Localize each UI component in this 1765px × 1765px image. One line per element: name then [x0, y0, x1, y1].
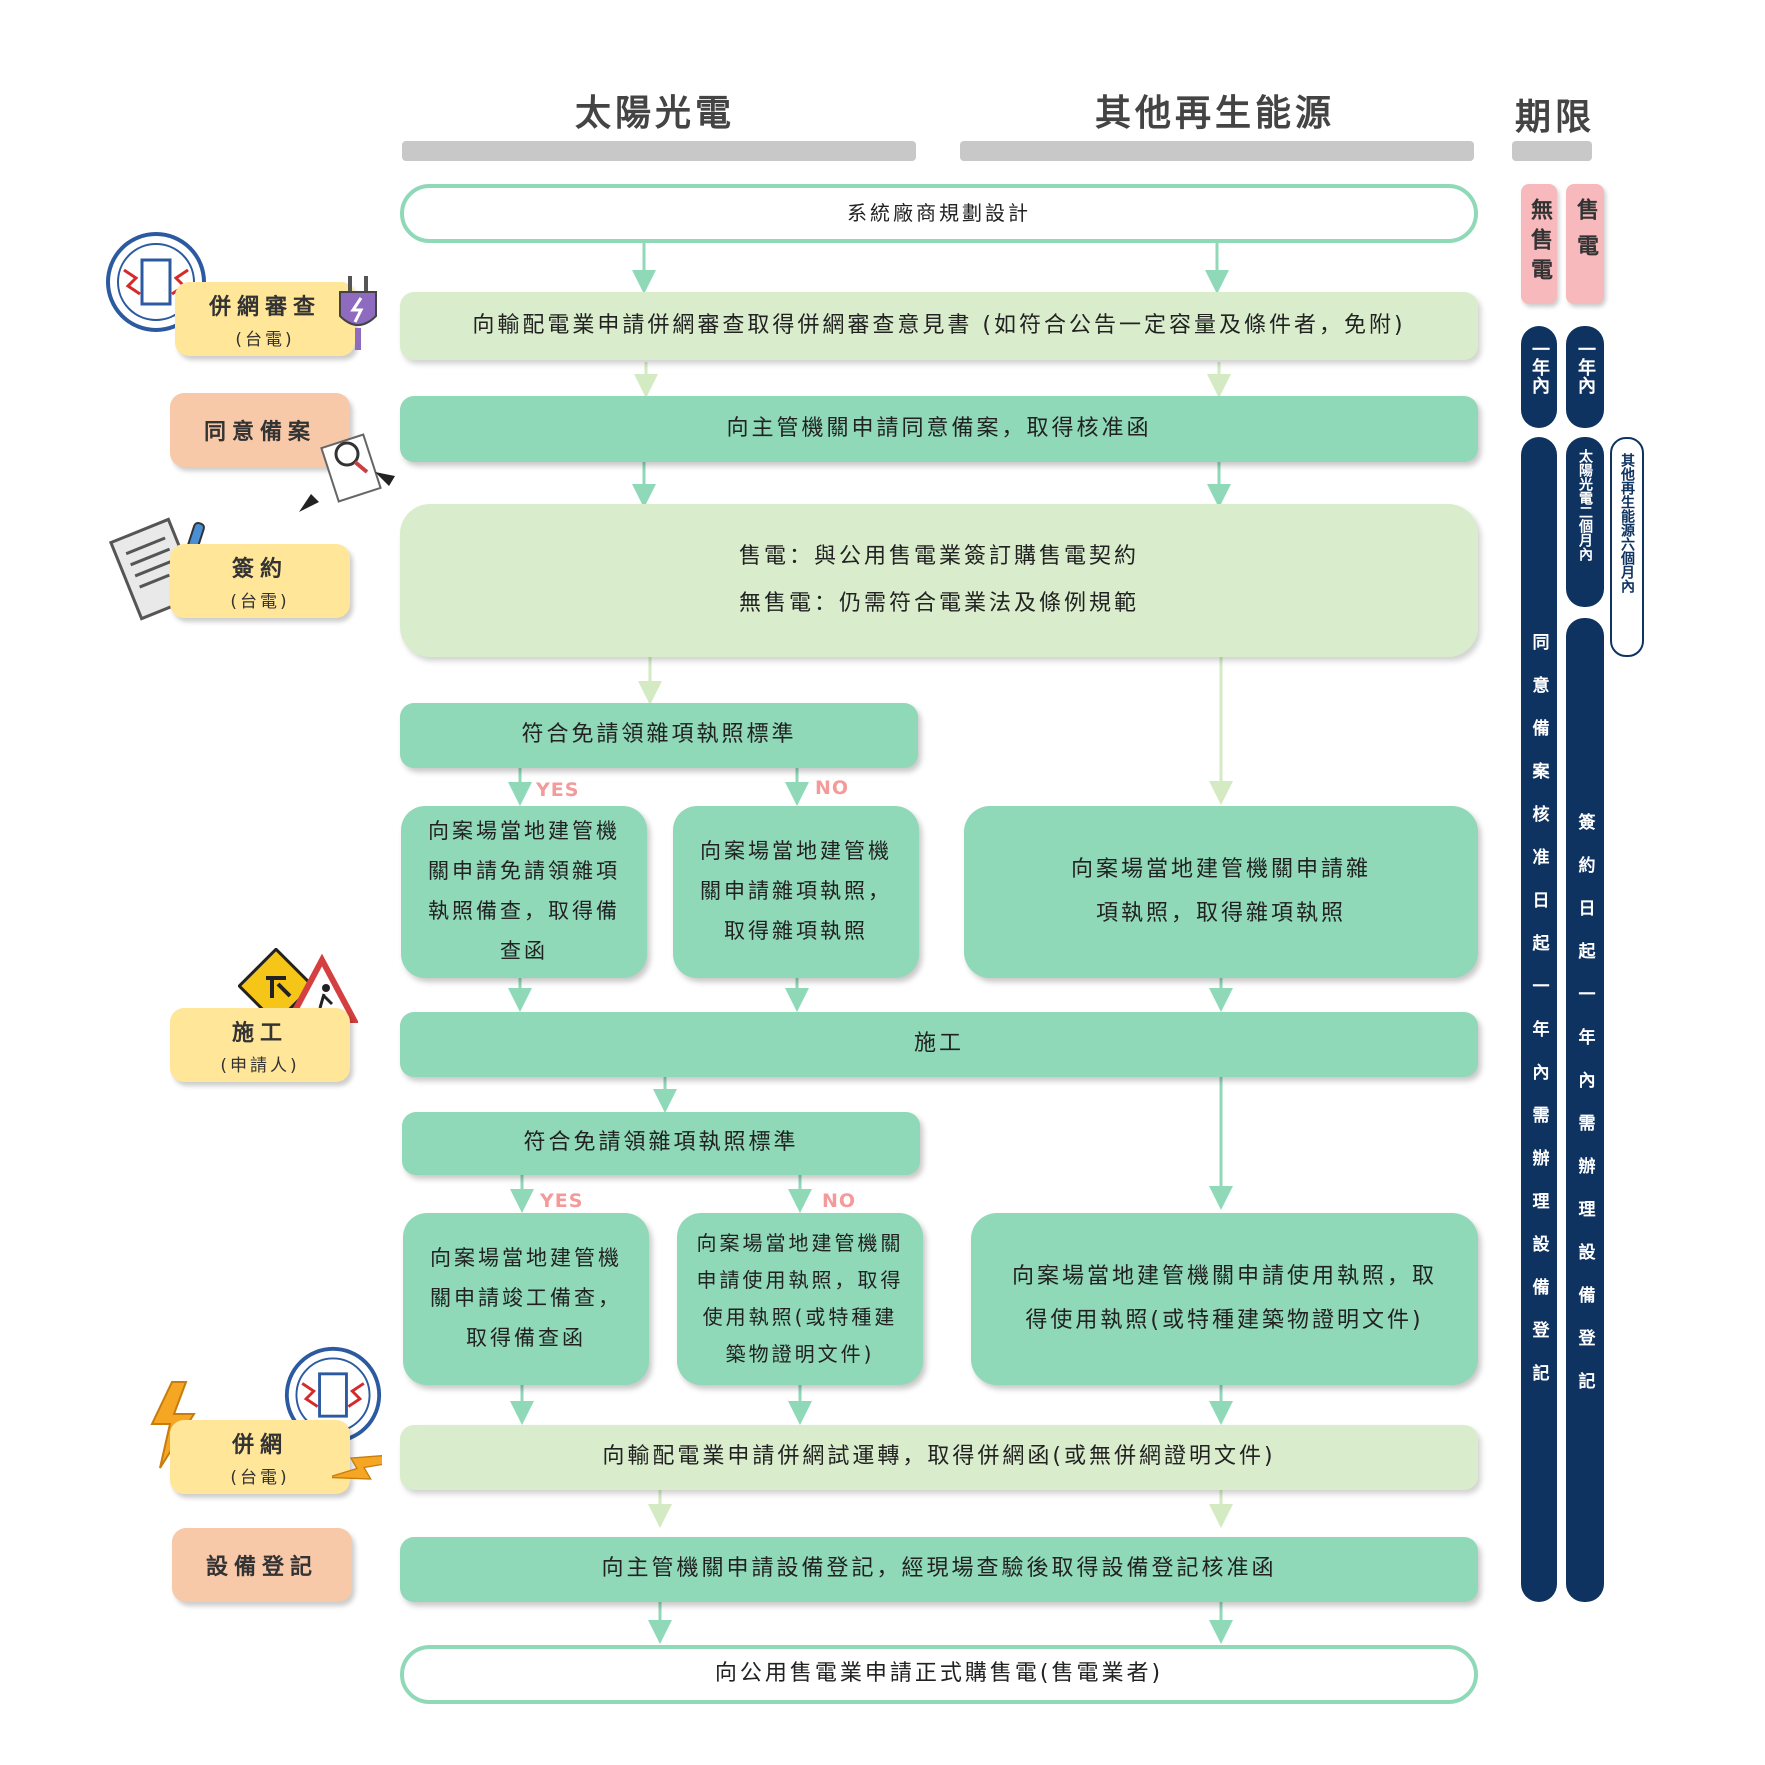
equipment-reg-text: 向主管機關申請設備登記，經現場查驗後取得設備登記核准函 — [601, 1556, 1277, 1582]
label-equipment-main: 設備登記 — [205, 1555, 318, 1580]
header-other: 其他再生能源 — [1094, 93, 1335, 134]
exempt-check-text-2: 符合免請領雜項執照標準 — [523, 1130, 799, 1156]
yes-label-2: YES — [540, 1190, 584, 1212]
exempt-no-text-2: 向案場當地建管機關申請使用執照，取得使用執照(或特種建築物證明文件) — [696, 1231, 904, 1366]
header-deadline: 期限 — [1514, 97, 1595, 138]
design-text: 系統廠商規劃設計 — [847, 201, 1031, 225]
grid-trial-node: 向輸配電業申請併網試運轉，取得併網函(或無併網證明文件) — [400, 1425, 1478, 1490]
deadline-no-sale: 無售電 — [1521, 184, 1557, 304]
grid-trial-text: 向輸配電業申請併網試運轉，取得併網函(或無併網證明文件) — [602, 1444, 1276, 1470]
grid-review-node: 向輸配電業申請併網審查取得併網審查意見書 (如符合公告一定容量及條件者，免附) — [400, 292, 1478, 360]
exempt-no-node-2: 向案場當地建管機關申請使用執照，取得使用執照(或特種建築物證明文件) — [677, 1213, 923, 1385]
deadline-other-six-months-text: 其他再生能源六個月內 — [1619, 453, 1635, 593]
deadline-sale-period-text: 簽約日起一年內需辦理設備登記 — [1574, 813, 1595, 1415]
exempt-check-node-2: 符合免請領雜項執照標準 — [402, 1112, 920, 1175]
construction-text: 施工 — [913, 1031, 964, 1057]
consent-filing-text: 向主管機關申請同意備案，取得核准函 — [726, 415, 1152, 441]
label-contract-main: 簽約 — [231, 556, 288, 582]
contract-line-sale: 售電：與公用售電業簽訂購售電契約 — [738, 544, 1139, 570]
label-grid-main: 併網 — [231, 1432, 288, 1458]
exempt-check-text-1: 符合免請領雜項執照標準 — [521, 722, 797, 748]
formal-sale-node: 向公用售電業申請正式購售電(售電業者) — [400, 1645, 1478, 1704]
exempt-yes-text-1: 向案場當地建管機關申請免請領雜項執照備查，取得備查函 — [428, 819, 620, 963]
no-label-1: NO — [815, 777, 850, 799]
consent-filing-node: 向主管機關申請同意備案，取得核准函 — [400, 396, 1478, 462]
deadline-sale-year-text: 一年內 — [1575, 340, 1596, 394]
exempt-yes-node-1: 向案場當地建管機關申請免請領雜項執照備查，取得備查函 — [401, 806, 647, 978]
deadline-sale-text: 售電 — [1573, 198, 1598, 270]
label-consent-main: 同意備案 — [203, 420, 316, 445]
label-contract: 簽約 (台電) — [170, 544, 350, 618]
exempt-no-node-1: 向案場當地建管機關申請雜項執照，取得雜項執照 — [673, 806, 919, 978]
deadline-sale: 售電 — [1566, 184, 1604, 304]
no-label-2: NO — [822, 1190, 857, 1212]
document-magnifier-icon — [299, 433, 395, 512]
equipment-reg-node: 向主管機關申請設備登記，經現場查驗後取得設備登記核准函 — [400, 1537, 1478, 1602]
label-grid-review-sub: (台電) — [235, 329, 295, 350]
label-grid-review-main: 併網審查 — [208, 294, 321, 320]
label-contract-sub: (台電) — [230, 591, 290, 612]
other-misc-text: 向案場當地建管機關申請雜項執照，取得雜項執照 — [1070, 857, 1371, 926]
label-consent: 同意備案 — [170, 393, 350, 467]
deadline-no-sale-text: 無售電 — [1527, 198, 1552, 288]
contract-node: 售電：與公用售電業簽訂購售電契約 無售電：仍需符合電業法及條例規範 — [400, 504, 1478, 657]
grid-review-text: 向輸配電業申請併網審查取得併網審查意見書 (如符合公告一定容量及條件者，免附) — [472, 312, 1406, 338]
construction-node: 施工 — [400, 1012, 1478, 1077]
lightning-icon-2 — [332, 1454, 382, 1480]
other-usage-text: 向案場當地建管機關申請使用執照，取得使用執照(或特種建築物證明文件) — [1011, 1264, 1437, 1333]
deadline-no-sale-year-text: 一年內 — [1529, 340, 1550, 394]
other-usage-node: 向案場當地建管機關申請使用執照，取得使用執照(或特種建築物證明文件) — [971, 1213, 1478, 1385]
exempt-check-node-1: 符合免請領雜項執照標準 — [400, 703, 918, 768]
exempt-yes-node-2: 向案場當地建管機關申請竣工備查，取得備查函 — [403, 1213, 649, 1385]
label-grid-review: 併網審查 (台電) — [175, 282, 355, 356]
formal-sale-text: 向公用售電業申請正式購售電(售電業者) — [714, 1661, 1164, 1687]
yes-label-1: YES — [536, 779, 580, 801]
deadline-solar-two-months-text: 太陽光電二個月內 — [1577, 449, 1593, 561]
header-bar-solar — [402, 141, 916, 161]
label-grid: 併網 (台電) — [170, 1420, 350, 1494]
header-solar: 太陽光電 — [574, 93, 735, 134]
deadline-no-sale-period: 同意備案核准日起一年內需辦理設備登記 — [1521, 437, 1557, 1602]
header-bar-other — [960, 141, 1474, 161]
deadline-other-six-months: 其他再生能源六個月內 — [1610, 437, 1644, 657]
label-construction-sub: (申請人) — [220, 1055, 300, 1076]
header-bar-deadline — [1512, 141, 1592, 161]
label-construction: 施工 (申請人) — [170, 1008, 350, 1082]
design-node: 系統廠商規劃設計 — [400, 184, 1478, 243]
contract-line-no-sale: 無售電：仍需符合電業法及條例規範 — [738, 590, 1139, 616]
other-misc-node: 向案場當地建管機關申請雜項執照，取得雜項執照 — [964, 806, 1478, 978]
deadline-sale-period: 簽約日起一年內需辦理設備登記 — [1566, 618, 1604, 1602]
exempt-yes-text-2: 向案場當地建管機關申請竣工備查，取得備查函 — [430, 1246, 622, 1350]
deadline-sale-year: 一年內 — [1566, 326, 1604, 428]
label-equipment: 設備登記 — [172, 1528, 352, 1602]
deadline-solar-two-months: 太陽光電二個月內 — [1566, 437, 1604, 607]
exempt-no-text-1: 向案場當地建管機關申請雜項執照，取得雜項執照 — [700, 839, 892, 943]
deadline-no-sale-year: 一年內 — [1521, 326, 1557, 428]
deadline-no-sale-period-text: 同意備案核准日起一年內需辦理設備登記 — [1528, 633, 1549, 1407]
label-construction-main: 施工 — [231, 1020, 288, 1046]
label-grid-sub: (台電) — [230, 1467, 290, 1488]
plug-icon — [339, 276, 377, 350]
